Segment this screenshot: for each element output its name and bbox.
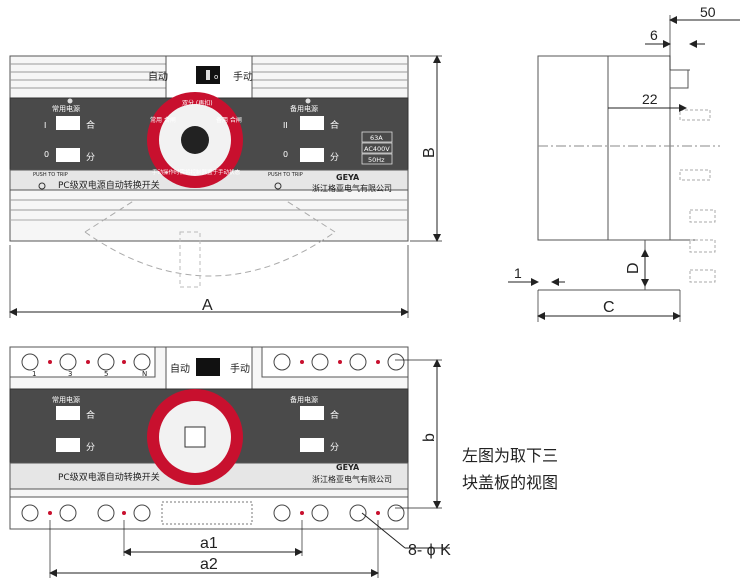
mode-switch-bottom[interactable] (196, 358, 220, 376)
main-off-button[interactable] (56, 148, 80, 162)
switch-off-label: o (214, 73, 218, 81)
product-title-bottom: PC级双电源自动转换开关 (58, 471, 160, 483)
terminal-3-top: 3 (68, 370, 72, 378)
rating-voltage: AC400V (364, 145, 390, 153)
dial-bottom-label: 手动操作时需将控制器置于手动状态 (152, 168, 241, 176)
dim-1: 1 (514, 265, 522, 281)
terminal-5-top: 5 (104, 370, 108, 378)
main-power-label-bottom: 常用电源 (52, 395, 80, 404)
main-on-label: 合 (86, 119, 95, 131)
main-on-button-bottom[interactable] (56, 406, 80, 420)
dial-top-label: 双分 (再扣) (182, 99, 213, 107)
dim-6: 6 (650, 27, 658, 43)
zero-label-right: 0 (283, 150, 288, 159)
dial-left-label: 常用 合闸 (150, 116, 176, 124)
brand-logo-bottom: GEYA (336, 463, 360, 472)
backup-on-label-bottom: 合 (330, 409, 339, 421)
dial-right-label: 备用 合闸 (216, 116, 242, 124)
auto-label: 自动 (148, 70, 168, 83)
rating-freq: 50Hz (368, 156, 385, 164)
backup-off-label-bottom: 分 (330, 442, 339, 453)
terminal-n-top: N (142, 370, 147, 378)
dim-b: B (421, 147, 438, 158)
dial-hub[interactable] (181, 126, 209, 154)
manual-label-bottom: 手动 (230, 362, 250, 375)
dim-a1: a1 (200, 535, 218, 552)
roman-one-label: I (44, 121, 46, 130)
push-to-trip-right: PUSH TO TRIP (268, 172, 303, 178)
side-view: 50 6 22 D 1 C (508, 4, 740, 322)
dim-a2: a2 (200, 556, 218, 573)
main-off-label-bottom: 分 (86, 442, 95, 453)
dim-c: C (603, 299, 615, 316)
note-line-2: 块盖板的视图 (462, 473, 559, 492)
push-to-trip-left: PUSH TO TRIP (33, 172, 68, 178)
main-on-button[interactable] (56, 116, 80, 130)
holes-label: 8- ϕ K (408, 542, 451, 559)
top-view: 自动 手动 o 常用电源 I 合 0 分 备用电源 II 合 0 分 63A A… (9, 55, 442, 318)
main-on-label-bottom: 合 (86, 409, 95, 421)
roman-two-label: II (283, 121, 288, 130)
dim-a: A (202, 297, 213, 314)
dim-d: D (625, 262, 642, 274)
dial-square-hub[interactable] (184, 426, 206, 448)
company-name-bottom: 浙江格亚电气有限公司 (312, 474, 392, 484)
main-off-button-bottom[interactable] (56, 438, 80, 452)
backup-off-label: 分 (330, 152, 339, 163)
backup-off-button-bottom[interactable] (300, 438, 324, 452)
backup-off-button[interactable] (300, 148, 324, 162)
bottom-view: 1 3 5 N 自动 手动 常用电源 合 分 备用电源 合 分 PC级双电源自动… (9, 346, 451, 578)
dim-b-small: b (421, 433, 438, 442)
brand-logo: GEYA (336, 173, 360, 182)
product-title: PC级双电源自动转换开关 (58, 179, 160, 191)
backup-power-label: 备用电源 (290, 104, 318, 113)
auto-label-bottom: 自动 (170, 362, 190, 375)
company-name: 浙江格亚电气有限公司 (312, 183, 392, 193)
dim-22: 22 (642, 91, 658, 107)
backup-on-button[interactable] (300, 116, 324, 130)
manual-label: 手动 (233, 70, 253, 83)
zero-label: 0 (44, 150, 49, 159)
main-off-label: 分 (86, 152, 95, 163)
note-line-1: 左图为取下三 (462, 446, 559, 465)
backup-power-label-bottom: 备用电源 (290, 395, 318, 404)
view-note: 左图为取下三 块盖板的视图 (462, 442, 602, 496)
main-power-label: 常用电源 (52, 104, 80, 113)
backup-on-label: 合 (330, 119, 339, 131)
rating-current: 63A (370, 134, 383, 142)
dim-50: 50 (700, 4, 716, 20)
terminal-1-top: 1 (32, 370, 36, 378)
backup-on-button-bottom[interactable] (300, 406, 324, 420)
